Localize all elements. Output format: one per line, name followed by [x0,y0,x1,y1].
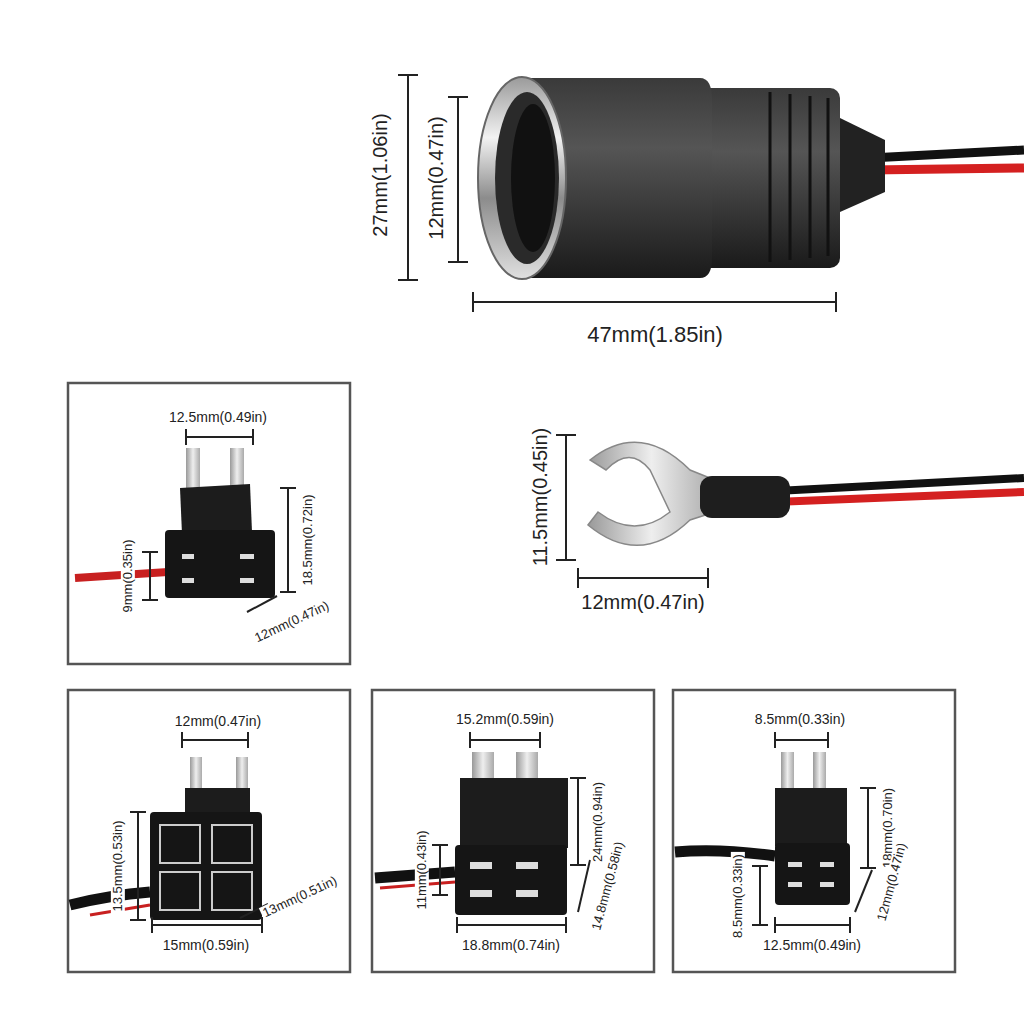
dimension-label: 12mm(0.47in) [251,598,333,647]
dimension-label: 27mm(1.06in) [369,111,391,238]
dimension-label: 12.5mm(0.49in) [761,938,863,953]
dimension-label: 12mm(0.47in) [874,839,910,924]
dimension-label: 12mm(0.47in) [173,714,263,729]
dimension-label: 15mm(0.59in) [161,938,251,953]
dimension-label: 18.8mm(0.74in) [460,938,562,953]
dimension-label: 13.5mm(0.53in) [111,818,125,913]
dimension-label: 11mm(0.43in) [415,828,429,911]
dimension-label: 12mm(0.47in) [425,114,447,241]
dimension-label: 8.5mm(0.33in) [753,712,847,727]
dimension-label: 11.5mm(0.45in) [529,426,551,569]
dimension-label: 47mm(1.85in) [585,323,725,347]
dimension-label: 15.2mm(0.59in) [454,712,556,727]
dimension-label: 12.5mm(0.49in) [167,410,269,425]
dimension-label: 8.5mm(0.33in) [731,852,745,940]
dimension-label: 12mm(0.47in) [579,591,706,613]
dimension-label: 13mm(0.51in) [259,873,341,922]
dimension-label: 9mm(0.35in) [121,538,135,615]
dimension-label: 24mm(0.94in) [591,780,605,864]
dimension-label: 18.5mm(0.72in) [301,492,315,587]
